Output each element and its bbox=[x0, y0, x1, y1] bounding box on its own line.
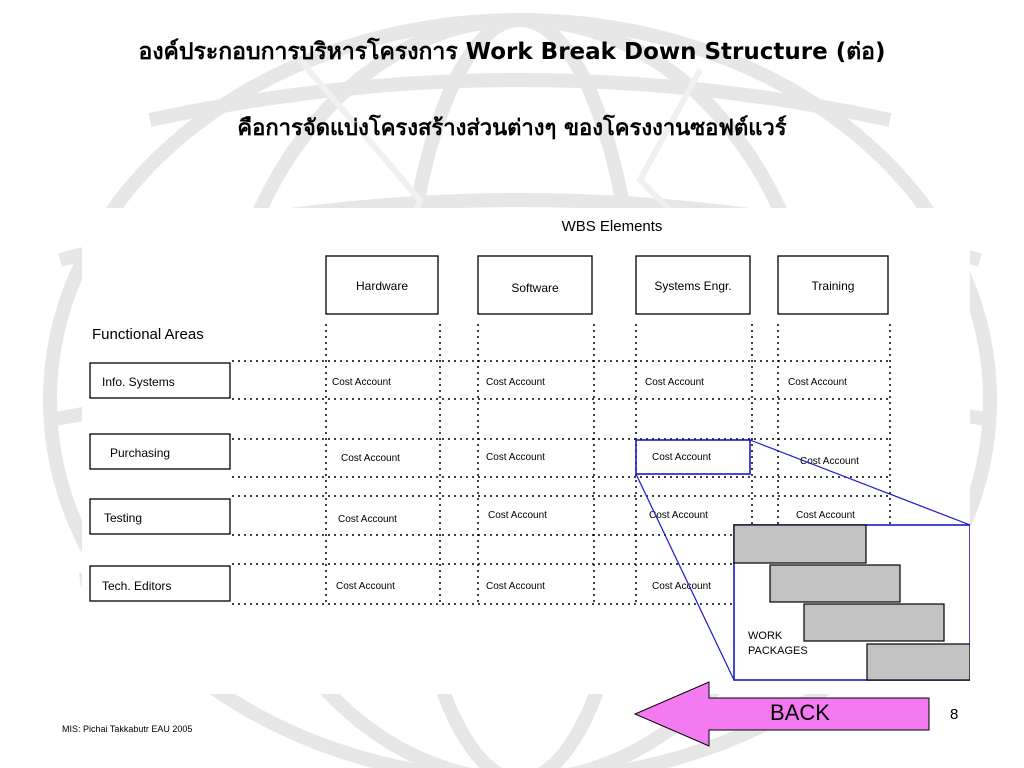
functional-area-testing: Testing bbox=[89, 498, 231, 535]
functional-areas-header: Functional Areas bbox=[92, 326, 204, 343]
footer-credit: MIS: Pichai Takkabutr EAU 2005 bbox=[62, 724, 193, 734]
cost-account-cell: Cost Account bbox=[788, 377, 847, 388]
wbs-element-hardware: Hardware bbox=[325, 255, 439, 315]
cost-account-cell: Cost Account bbox=[341, 453, 400, 464]
work-packages-label: WORK bbox=[748, 630, 783, 642]
slide-subtitle: คือการจัดแบ่งโครงสร้างส่วนต่างๆ ของโครงง… bbox=[237, 116, 787, 141]
functional-area-purchasing: Purchasing bbox=[89, 433, 231, 470]
back-arrow-icon bbox=[633, 681, 930, 747]
cost-account-cell: Cost Account bbox=[488, 510, 547, 521]
cost-account-cell: Cost Account bbox=[338, 514, 397, 525]
wbs-element-software: Software bbox=[477, 255, 593, 315]
work-package-bar bbox=[769, 564, 901, 603]
functional-area-tech-editors: Tech. Editors bbox=[89, 565, 231, 602]
work-package-bar bbox=[733, 524, 867, 564]
highlighted-cost-account bbox=[635, 439, 970, 681]
cost-account-cell: Cost Account bbox=[652, 452, 711, 463]
work-packages-label: PACKAGES bbox=[748, 645, 808, 657]
functional-area-label: Purchasing bbox=[110, 446, 170, 460]
cost-account-cell: Cost Account bbox=[649, 510, 708, 521]
work-packages-box: WORK PACKAGES bbox=[733, 524, 970, 681]
back-button[interactable] bbox=[633, 680, 933, 748]
cost-account-cell: Cost Account bbox=[645, 377, 704, 388]
wbs-element-label: Software bbox=[511, 281, 559, 295]
wbs-element-systems-engr: Systems Engr. bbox=[635, 255, 751, 315]
cost-account-cell: Cost Account bbox=[652, 581, 711, 592]
cost-account-cell: Cost Account bbox=[796, 510, 855, 521]
functional-area-info-systems: Info. Systems bbox=[89, 362, 231, 399]
functional-area-label: Tech. Editors bbox=[102, 579, 171, 593]
cost-account-cell: Cost Account bbox=[486, 377, 545, 388]
wbs-element-label: Hardware bbox=[356, 279, 408, 293]
work-package-bar bbox=[866, 643, 970, 681]
cost-account-cell: Cost Account bbox=[800, 456, 859, 467]
cost-account-cell: Cost Account bbox=[332, 377, 391, 388]
cost-account-cell: Cost Account bbox=[486, 452, 545, 463]
functional-area-label: Testing bbox=[104, 511, 142, 525]
wbs-element-label: Training bbox=[812, 279, 855, 293]
functional-area-label: Info. Systems bbox=[102, 375, 175, 389]
cost-account-cell: Cost Account bbox=[336, 581, 395, 592]
wbs-element-label: Systems Engr. bbox=[654, 279, 731, 293]
wbs-element-training: Training bbox=[777, 255, 889, 315]
row-guides bbox=[232, 360, 890, 605]
cost-account-grid: Cost Account Cost Account Cost Account C… bbox=[332, 377, 859, 592]
wbs-elements-header: WBS Elements bbox=[562, 218, 663, 235]
cost-account-cell: Cost Account bbox=[486, 581, 545, 592]
work-package-bar bbox=[803, 603, 945, 642]
slide-title: องค์ประกอบการบริหารโครงการ Work Break Do… bbox=[138, 39, 886, 65]
page-number: 8 bbox=[950, 706, 959, 723]
wbs-diagram: WBS Elements Functional Areas Hardware S… bbox=[89, 218, 970, 681]
